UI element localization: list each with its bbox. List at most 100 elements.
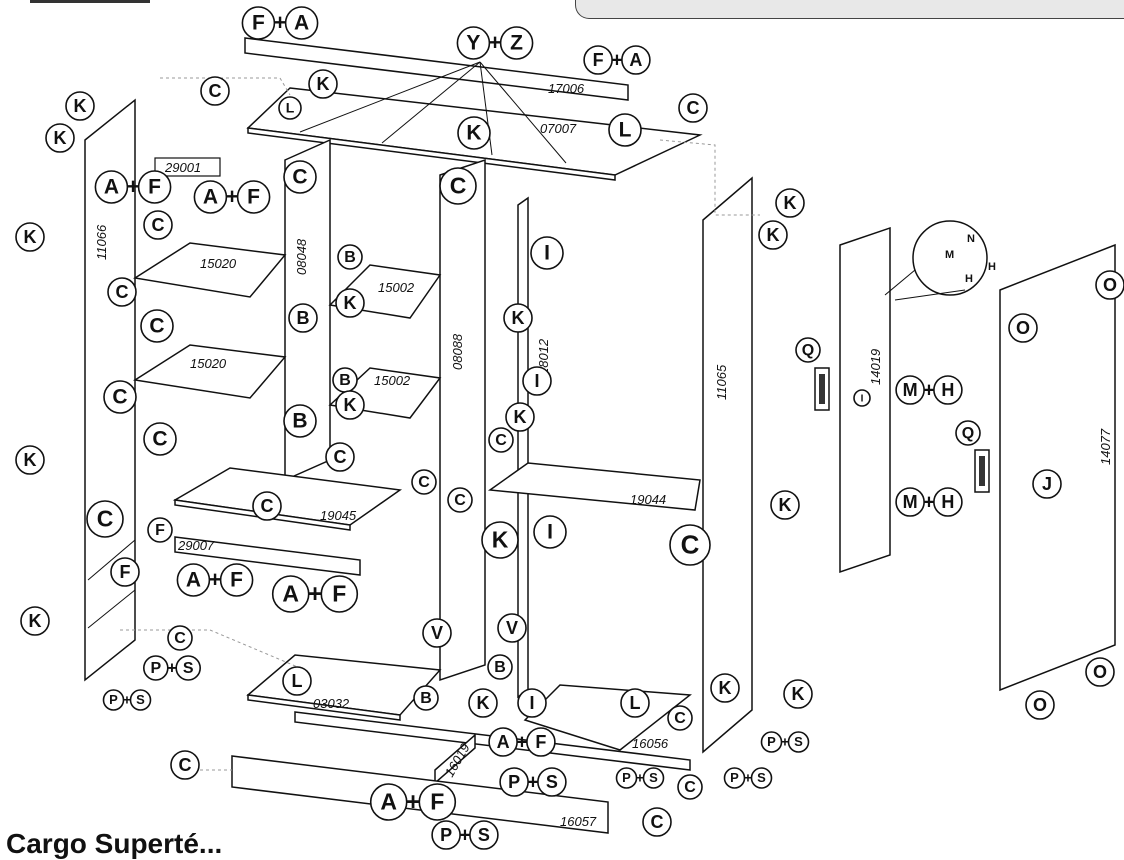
callout-m-detail: M <box>945 249 954 261</box>
callout-text: C <box>681 529 700 559</box>
callout-text: F <box>155 522 165 539</box>
callout-text: C <box>495 432 507 449</box>
callout-text: C <box>450 173 467 199</box>
svg-text:M: M <box>903 380 918 400</box>
callout-text: K <box>317 74 330 94</box>
callout-i3: I <box>533 515 567 549</box>
shelf-left-1-code: 15020 <box>200 256 237 271</box>
callout-c3: C <box>283 160 317 194</box>
top-rail-code: 17006 <box>548 81 585 96</box>
callout-k7: K <box>15 222 45 252</box>
callout-c2: C <box>678 93 708 123</box>
callout-c21: C <box>642 807 672 837</box>
svg-text:+: + <box>516 731 528 753</box>
drawer-rails <box>87 539 136 629</box>
callout-k12: K <box>770 490 800 520</box>
callout-text: Q <box>962 425 974 442</box>
callout-text: K <box>54 128 67 148</box>
callout-text: I <box>534 371 539 391</box>
callout-k8: K <box>335 288 365 318</box>
callout-v1: V <box>422 618 452 648</box>
callout-b1: B <box>337 244 363 270</box>
svg-text:A: A <box>282 581 299 607</box>
callout-c17: C <box>167 625 193 651</box>
middle-divider: 08088 <box>439 158 486 682</box>
callout-text: Q <box>802 342 814 359</box>
callout-c18: C <box>667 705 693 731</box>
svg-text:F: F <box>430 789 444 815</box>
callout-text: V <box>431 623 443 643</box>
callout-af4: A F + <box>271 575 359 613</box>
shelf-left-2: 15020 <box>132 344 287 399</box>
callout-c10: C <box>488 427 514 453</box>
callout-text: I <box>861 393 864 404</box>
callout-text: K <box>514 407 527 427</box>
callout-text: K <box>74 96 87 116</box>
callout-text: K <box>784 193 797 213</box>
svg-text:F: F <box>332 581 346 607</box>
left-label-code: 29001 <box>164 160 201 175</box>
top-left-rule <box>30 0 150 3</box>
left-side-code: 11066 <box>94 224 109 260</box>
callout-text: C <box>651 812 664 832</box>
callout-text: O <box>1033 695 1047 715</box>
callout-text: B <box>292 410 307 433</box>
left-label-box: 29001 <box>154 157 221 177</box>
svg-text:P: P <box>730 770 739 785</box>
callout-text: K <box>344 293 357 313</box>
header-bar <box>575 0 1124 19</box>
top-rail-panel: 17006 <box>244 37 629 101</box>
callout-o2: O <box>1008 313 1038 343</box>
callout-c5: C <box>439 167 477 205</box>
shelf-big-left: 19045 <box>172 467 403 531</box>
svg-text:+: + <box>527 771 539 793</box>
right-post-code: 18012 <box>536 338 551 375</box>
callout-k14: K <box>481 521 519 559</box>
callout-c12: C <box>411 469 437 495</box>
svg-text:P: P <box>622 770 631 785</box>
callout-c4: C <box>143 210 173 240</box>
callout-text: C <box>418 474 430 491</box>
callout-text: O <box>1103 275 1117 295</box>
callout-c9: C <box>143 422 177 456</box>
callout-b2: B <box>332 367 358 393</box>
hinge-detail <box>884 220 988 301</box>
callout-c13: C <box>447 487 473 513</box>
callout-b3: B <box>288 303 318 333</box>
svg-text:A: A <box>203 186 218 209</box>
callout-text: C <box>116 282 129 302</box>
shelf-big-left-code: 19045 <box>320 508 357 523</box>
callout-k2: K <box>45 123 75 153</box>
callout-text: C <box>112 386 127 409</box>
routing-lines <box>120 77 760 771</box>
callout-l2: L <box>608 113 642 147</box>
svg-text:+: + <box>274 10 287 35</box>
shelf-big-right-code: 19044 <box>630 492 666 507</box>
right-side-panel: 11065 <box>702 176 753 754</box>
callout-c6: C <box>107 277 137 307</box>
callout-text: L <box>619 119 632 142</box>
svg-text:F: F <box>247 186 260 209</box>
svg-text:A: A <box>104 176 119 199</box>
callout-text: L <box>286 100 295 116</box>
callout-text: C <box>97 506 114 532</box>
shelf-mid-1-code: 15002 <box>378 280 415 295</box>
callout-c1: C <box>200 76 230 106</box>
detail-letter: H <box>965 273 973 285</box>
callout-text: K <box>767 225 780 245</box>
left-inner-code: 08048 <box>294 238 309 275</box>
callout-text: B <box>297 308 310 328</box>
svg-text:P: P <box>440 825 452 845</box>
svg-text:+: + <box>308 580 323 608</box>
callout-text: L <box>292 671 303 691</box>
plinth: 16057 <box>231 755 609 834</box>
callout-text: C <box>209 81 222 101</box>
callout-q2: Q <box>955 420 981 446</box>
svg-text:M: M <box>903 492 918 512</box>
